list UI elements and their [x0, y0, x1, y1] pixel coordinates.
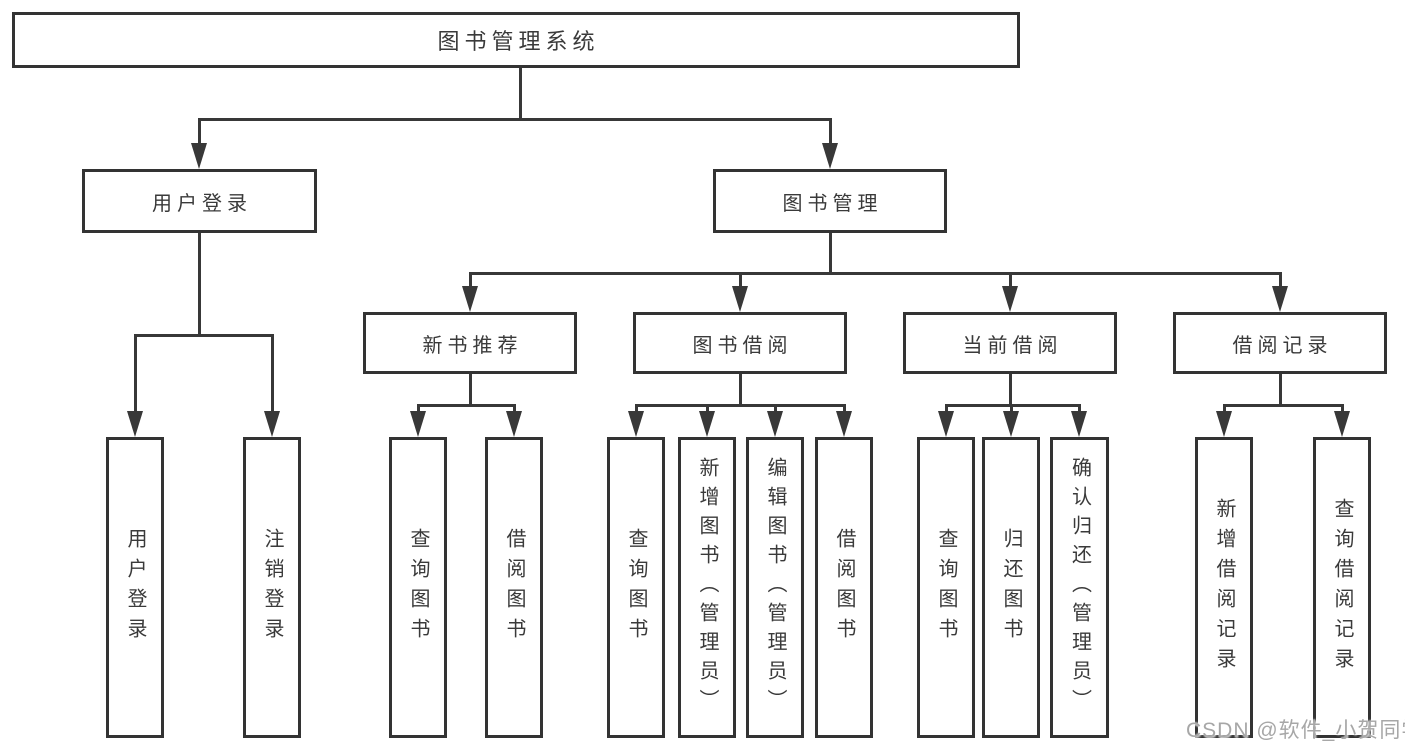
connector-stem-leaf: [706, 404, 709, 415]
leaf-label: 归还图书: [1000, 527, 1022, 648]
leaf-borrow-books-borrowing: 借阅图书: [815, 437, 873, 738]
leaf-label: 借阅图书: [503, 527, 525, 648]
connector-parent-stem: [739, 373, 742, 407]
connector-stem-leaf: [1078, 404, 1081, 415]
leaf-label: 查询图书: [935, 527, 957, 648]
leaf-label: 查询借阅记录: [1331, 497, 1353, 678]
leaf-add-books-admin: 新增图书（管理员）: [678, 437, 736, 738]
connector-rail: [635, 404, 846, 407]
leaf-borrow-books-recommend: 借阅图书: [485, 437, 543, 738]
connector-stem-leaf: [271, 334, 274, 414]
leaf-label: 查询图书: [625, 527, 647, 648]
arrow-down-icon: [699, 411, 715, 437]
leaf-label: 确认归还（管理员）: [1068, 457, 1091, 718]
node-book-borrowing: 图书借阅: [633, 312, 847, 374]
node-current-borrowing: 当前借阅: [903, 312, 1117, 374]
leaf-label: 注销登录: [261, 527, 283, 648]
connector-stem-leaf: [739, 272, 742, 289]
connector-parent-stem: [469, 373, 472, 407]
connector-stem-leaf: [1341, 404, 1344, 415]
arrow-down-icon: [628, 411, 644, 437]
leaf-logout: 注销登录: [243, 437, 301, 738]
connector-stem-leaf: [1279, 272, 1282, 289]
arrow-down-icon: [462, 286, 478, 312]
leaf-confirm-return-admin: 确认归还（管理员）: [1050, 437, 1109, 738]
arrow-down-icon: [732, 286, 748, 312]
arrow-down-icon: [822, 143, 838, 169]
leaf-label: 新增图书（管理员）: [696, 457, 718, 718]
arrow-down-icon: [1002, 286, 1018, 312]
leaf-user-login: 用户登录: [106, 437, 164, 738]
connector-stem-book-management: [829, 118, 832, 148]
arrow-down-icon: [1272, 286, 1288, 312]
node-root-label: 图书管理系统: [437, 29, 600, 54]
node-label: 图书借阅: [692, 334, 793, 357]
arrow-down-icon: [1071, 411, 1087, 437]
connector-stem-leaf: [774, 404, 777, 415]
node-label: 新书推荐: [422, 334, 523, 357]
connector-user-login-stem: [198, 232, 201, 337]
connector-level3-rail: [469, 272, 1282, 275]
node-label: 图书管理: [782, 192, 883, 215]
arrow-down-icon: [1334, 411, 1350, 437]
arrow-down-icon: [410, 411, 426, 437]
connector-stem-leaf: [417, 404, 420, 415]
connector-parent-stem: [1279, 373, 1282, 407]
node-label: 用户登录: [152, 192, 252, 215]
connector-parent-stem: [1009, 373, 1012, 407]
arrow-down-icon: [836, 411, 852, 437]
arrow-down-icon: [938, 411, 954, 437]
connector-rail: [1223, 404, 1344, 407]
node-user-login: 用户登录: [82, 169, 317, 233]
connector-stem-leaf: [513, 404, 516, 415]
connector-user-login-rail: [134, 334, 274, 337]
leaf-return-books: 归还图书: [982, 437, 1040, 738]
leaf-label: 查询图书: [407, 527, 429, 648]
connector-stem-leaf: [469, 272, 472, 289]
connector-stem-leaf: [945, 404, 948, 415]
arrow-down-icon: [191, 143, 207, 169]
node-borrowing-records: 借阅记录: [1173, 312, 1387, 374]
leaf-label: 用户登录: [124, 527, 146, 648]
arrow-down-icon: [264, 411, 280, 437]
leaf-label: 编辑图书（管理员）: [764, 457, 786, 718]
connector-stem-leaf: [843, 404, 846, 415]
connector-book-management-stem: [829, 232, 832, 275]
connector-stem-leaf: [635, 404, 638, 415]
connector-level2-rail: [198, 118, 832, 121]
arrow-down-icon: [1003, 411, 1019, 437]
node-book-management: 图书管理: [713, 169, 947, 233]
arrow-down-icon: [506, 411, 522, 437]
leaf-label: 新增借阅记录: [1213, 497, 1235, 678]
arrow-down-icon: [767, 411, 783, 437]
node-label: 借阅记录: [1232, 334, 1333, 357]
leaf-query-books-current: 查询图书: [917, 437, 975, 738]
leaf-add-borrow-record: 新增借阅记录: [1195, 437, 1253, 738]
connector-rail: [945, 404, 1081, 407]
connector-stem-user-login: [198, 118, 201, 148]
arrow-down-icon: [1216, 411, 1232, 437]
connector-stem-leaf: [134, 334, 137, 414]
csdn-watermark: CSDN @软件_小贺同学: [1186, 719, 1405, 742]
connector-stem-leaf: [1223, 404, 1226, 415]
node-root: 图书管理系统: [12, 12, 1020, 68]
leaf-query-books-borrowing: 查询图书: [607, 437, 665, 738]
leaf-label: 借阅图书: [833, 527, 855, 648]
connector-stem-leaf: [1009, 272, 1012, 289]
node-new-book-recommendation: 新书推荐: [363, 312, 577, 374]
connector-stem-leaf: [1010, 404, 1013, 415]
leaf-query-borrow-record: 查询借阅记录: [1313, 437, 1371, 738]
node-label: 当前借阅: [962, 334, 1063, 357]
arrow-down-icon: [127, 411, 143, 437]
connector-root-stem: [519, 65, 522, 121]
leaf-query-books-recommend: 查询图书: [389, 437, 447, 738]
connector-rail: [417, 404, 516, 407]
leaf-edit-books-admin: 编辑图书（管理员）: [746, 437, 804, 738]
